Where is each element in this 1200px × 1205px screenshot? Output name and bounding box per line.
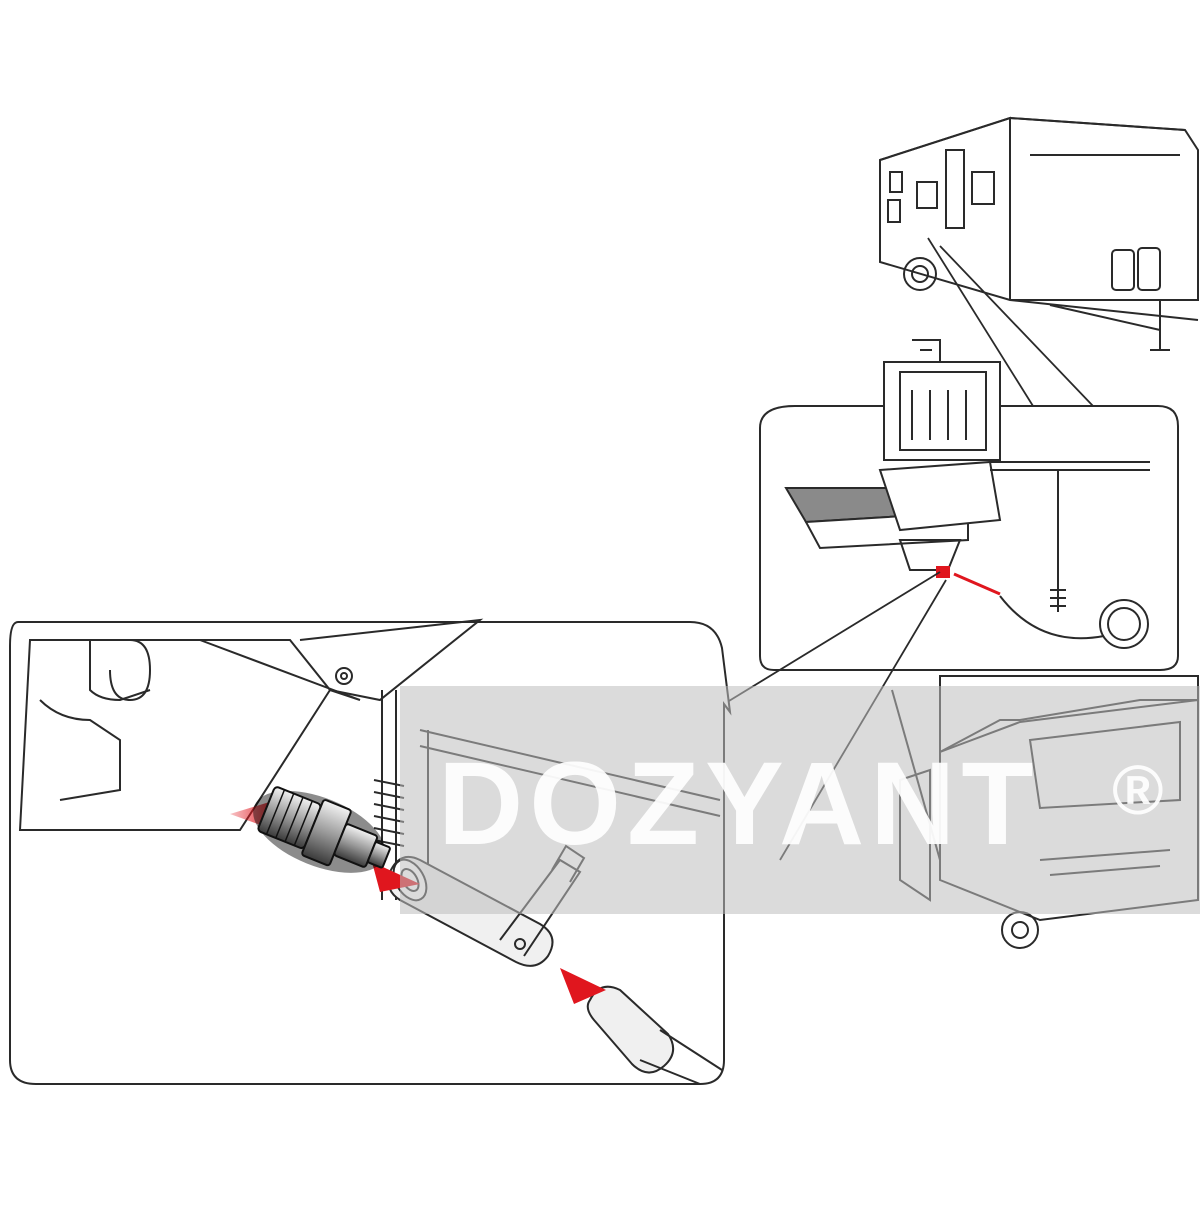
watermark-registered-mark: ® bbox=[1112, 751, 1164, 829]
callout-pointer-1 bbox=[927, 237, 1094, 407]
fitting-highlight-small bbox=[936, 566, 950, 578]
watermark-brand-text: DOZYANT bbox=[438, 738, 1040, 870]
tank-detail-box bbox=[759, 339, 1179, 671]
watermark-band bbox=[400, 686, 1200, 914]
adapter-fitting bbox=[253, 786, 391, 873]
red-arrow-3 bbox=[560, 968, 606, 1004]
travel-trailer bbox=[879, 116, 1199, 351]
